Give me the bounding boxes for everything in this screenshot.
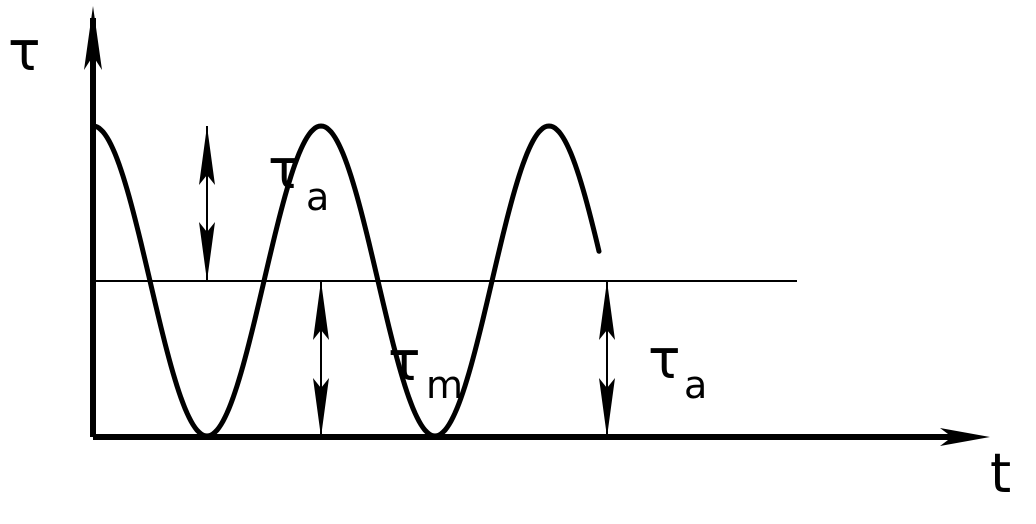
mean-arrow-down-icon xyxy=(313,378,329,437)
x-axis-arrow-icon xyxy=(940,428,990,446)
amplitude-label-top-symbol: τ xyxy=(268,138,301,201)
x-axis-label: t xyxy=(990,442,1011,505)
mean-label-subscript: m xyxy=(426,363,463,407)
amplitude-arrow-bottom-down-icon xyxy=(599,378,615,437)
amplitude-arrow-top-down-icon xyxy=(199,222,215,281)
stress-curve xyxy=(90,123,602,439)
amplitude-arrow-bottom-up-icon xyxy=(599,281,615,340)
mean-arrow-up-icon xyxy=(313,281,329,340)
amplitude-arrow-top-up-icon xyxy=(199,126,215,185)
y-axis-arrow-icon xyxy=(84,6,102,70)
amplitude-label-top-subscript: a xyxy=(306,175,329,219)
mean-label-symbol: τ xyxy=(388,330,421,393)
amplitude-label-bottom-subscript: a xyxy=(684,363,707,407)
amplitude-label-bottom-symbol: τ xyxy=(648,328,681,391)
y-axis-label: τ xyxy=(8,20,41,83)
